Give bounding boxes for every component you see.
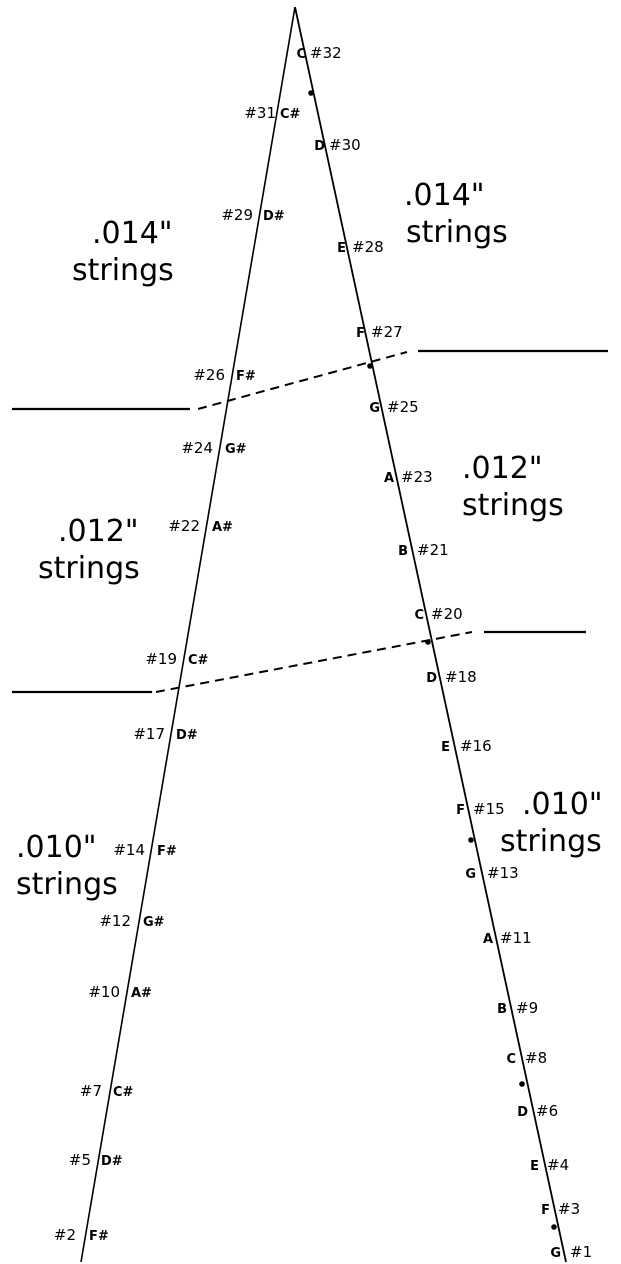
string-note: A bbox=[384, 471, 394, 486]
string-note: A bbox=[483, 932, 493, 947]
string-note: D# bbox=[176, 728, 198, 743]
string-number: #7 bbox=[80, 1082, 102, 1100]
string-note: D# bbox=[101, 1154, 123, 1169]
string-note: G bbox=[465, 867, 476, 882]
string-number: #25 bbox=[387, 398, 419, 416]
gauge-label-mid-right-strings: strings bbox=[462, 488, 564, 523]
gauge-label-mid-left: .012" bbox=[58, 514, 139, 549]
string-number: #27 bbox=[371, 323, 403, 341]
gauge-label-mid-left-strings: strings bbox=[38, 551, 140, 586]
string-note: G bbox=[369, 401, 380, 416]
string-note: A# bbox=[131, 986, 152, 1001]
string-number: #20 bbox=[431, 605, 463, 623]
lower-boundary-dashed bbox=[155, 631, 473, 693]
string-number: #29 bbox=[221, 206, 253, 224]
string-number: #15 bbox=[473, 800, 505, 818]
string-number: #14 bbox=[113, 841, 145, 859]
string-note: F bbox=[356, 326, 365, 341]
string-note: G# bbox=[225, 442, 247, 457]
string-number: #26 bbox=[193, 366, 225, 384]
string-note: B bbox=[497, 1002, 507, 1017]
string-note: F# bbox=[89, 1229, 109, 1244]
string-note: E bbox=[530, 1159, 539, 1174]
string-number: #6 bbox=[536, 1102, 558, 1120]
string-note: C bbox=[414, 608, 424, 623]
string-note: D bbox=[517, 1105, 528, 1120]
string-note: F# bbox=[157, 844, 177, 859]
gauge-label-top-left: .014" bbox=[92, 216, 173, 251]
string-number: #4 bbox=[547, 1156, 569, 1174]
bridge-dot bbox=[519, 1081, 525, 1087]
string-note: C bbox=[296, 47, 306, 62]
gauge-label-top-right: .014" bbox=[404, 178, 485, 213]
string-number: #3 bbox=[558, 1200, 580, 1218]
string-note: D bbox=[426, 671, 437, 686]
string-number: #5 bbox=[69, 1151, 91, 1169]
string-number: #2 bbox=[54, 1226, 76, 1244]
gauge-label-mid-right: .012" bbox=[462, 451, 543, 486]
string-number: #11 bbox=[500, 929, 532, 947]
right-bridge-line bbox=[294, 6, 567, 1263]
bridge-dot bbox=[551, 1224, 557, 1230]
string-note: A# bbox=[212, 520, 233, 535]
string-number: #28 bbox=[352, 238, 384, 256]
string-number: #21 bbox=[417, 541, 449, 559]
string-note: F# bbox=[236, 369, 256, 384]
string-number: #32 bbox=[310, 44, 342, 62]
string-note: F bbox=[456, 803, 465, 818]
string-note: G# bbox=[143, 915, 165, 930]
string-number: #8 bbox=[525, 1049, 547, 1067]
gauge-label-bottom-right: .010" bbox=[522, 787, 603, 822]
string-note: D# bbox=[263, 209, 285, 224]
string-note: B bbox=[398, 544, 408, 559]
string-number: #18 bbox=[445, 668, 477, 686]
string-note: C# bbox=[280, 107, 301, 122]
string-number: #22 bbox=[168, 517, 200, 535]
gauge-label-top-right-strings: strings bbox=[406, 215, 508, 250]
string-number: #23 bbox=[401, 468, 433, 486]
bridge-dot bbox=[425, 639, 431, 645]
string-number: #17 bbox=[133, 725, 165, 743]
string-number: #30 bbox=[329, 136, 361, 154]
string-number: #13 bbox=[487, 864, 519, 882]
string-number: #24 bbox=[181, 439, 213, 457]
string-note: G bbox=[550, 1246, 561, 1261]
gauge-label-bottom-left-strings: strings bbox=[16, 867, 118, 902]
gauge-label-bottom-left: .010" bbox=[16, 830, 97, 865]
right-string-labels: C #32 D #30 E #28 F #27 G #25 A #23 B #2… bbox=[296, 44, 592, 1261]
string-note: C# bbox=[188, 653, 209, 668]
bridge-dot bbox=[308, 90, 314, 96]
gauge-label-top-left-strings: strings bbox=[72, 253, 174, 288]
string-number: #10 bbox=[88, 983, 120, 1001]
string-number: #16 bbox=[460, 737, 492, 755]
bridge-dot bbox=[367, 363, 373, 369]
string-note: E bbox=[337, 241, 346, 256]
upper-boundary-dashed bbox=[197, 351, 408, 410]
string-note: C# bbox=[113, 1085, 134, 1100]
string-number: #31 bbox=[244, 104, 276, 122]
string-number: #12 bbox=[99, 912, 131, 930]
gauge-label-bottom-right-strings: strings bbox=[500, 824, 602, 859]
string-number: #9 bbox=[516, 999, 538, 1017]
string-note: E bbox=[441, 740, 450, 755]
left-bridge-line bbox=[80, 6, 296, 1263]
bridge-dot bbox=[468, 837, 474, 843]
string-note: F bbox=[541, 1203, 550, 1218]
string-number: #1 bbox=[570, 1243, 592, 1261]
string-number: #19 bbox=[145, 650, 177, 668]
string-note: C bbox=[506, 1052, 516, 1067]
left-string-labels: #31 C# #29 D# #26 F# #24 G# #22 A# #19 C… bbox=[54, 104, 301, 1244]
string-note: D bbox=[314, 139, 325, 154]
